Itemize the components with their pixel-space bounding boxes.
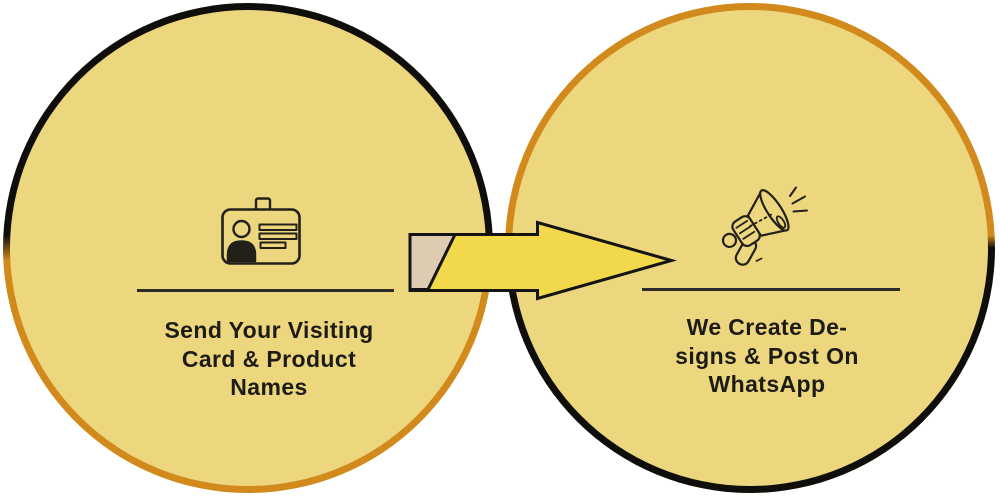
arrow-tail-fold — [408, 233, 458, 291]
id-card-text-bar-1 — [258, 223, 298, 231]
step-1-caption: Send Your Visiting Card & Product Names — [114, 316, 424, 402]
megaphone-axis-dashed-line — [749, 212, 774, 228]
megaphone-bell — [759, 189, 790, 232]
id-card-icon — [221, 197, 301, 265]
step-2-caption: We Create De- signs & Post On WhatsApp — [612, 313, 922, 399]
id-card-person-head — [232, 219, 251, 239]
step-1-caption-line-1: Send Your Visiting — [164, 317, 374, 343]
step-2-caption-line-2: signs & Post On — [675, 342, 859, 369]
id-card-person-shoulders — [226, 240, 257, 263]
step-1-divider-line — [137, 289, 394, 292]
step-1-caption-line-2: Card & Product — [181, 345, 357, 372]
step-2-divider-line — [642, 288, 900, 291]
id-card-text-bar-3 — [259, 241, 287, 249]
megaphone-grille-lines — [735, 219, 756, 240]
arrow-body — [408, 220, 677, 301]
right-block-arrow-icon — [408, 220, 677, 301]
step-2-caption-line-1: We Create De- — [686, 314, 848, 340]
step-2-caption-line-3: WhatsApp — [708, 371, 826, 397]
step-1-caption-line-3: Names — [230, 374, 308, 400]
megaphone-icon — [721, 186, 808, 266]
megaphone-mouth-opening — [775, 215, 787, 229]
megaphone-knob — [721, 232, 738, 249]
megaphone-handle-tip-line — [755, 257, 763, 262]
id-card-text-bar-2 — [258, 232, 298, 240]
megaphone-sound-lines — [789, 186, 808, 213]
